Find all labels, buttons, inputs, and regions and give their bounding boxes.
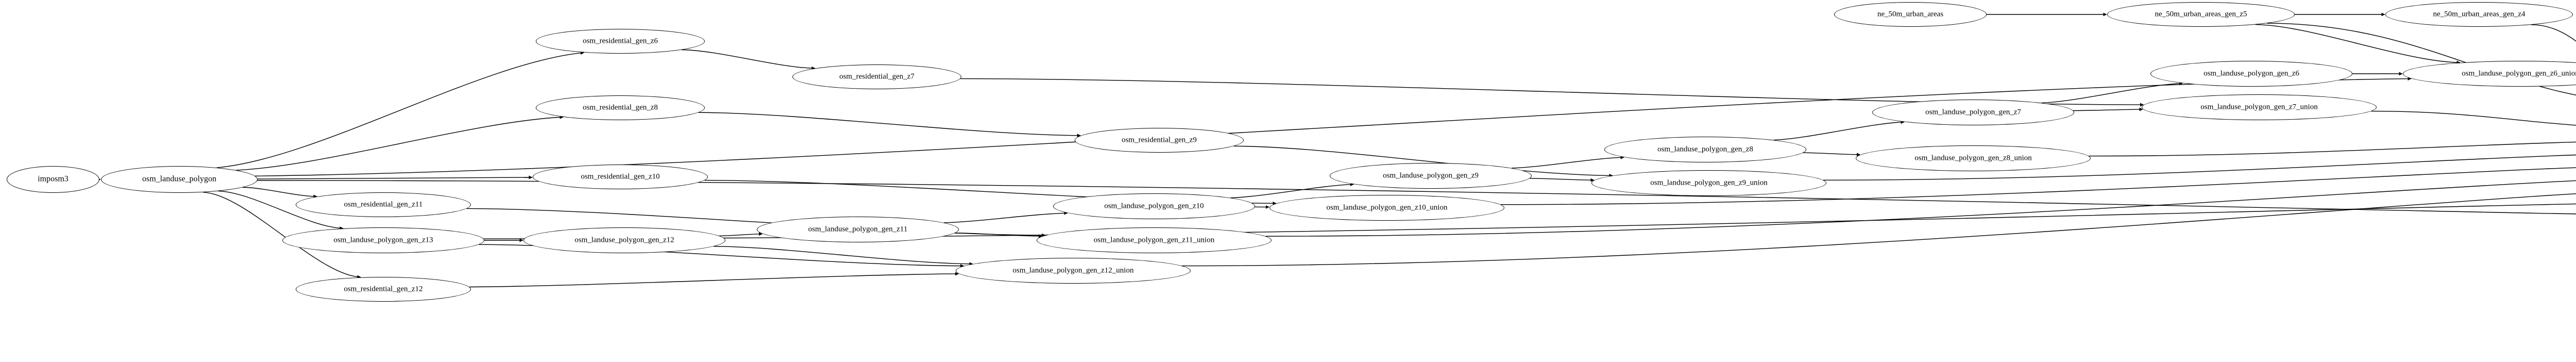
node-label: osm_landuse_polygon_gen_z10 bbox=[1104, 202, 1204, 210]
node-label: imposm3 bbox=[38, 174, 69, 184]
node-ne-50m-urban-areas-gen-z5[interactable]: ne_50m_urban_areas_gen_z5 bbox=[2107, 2, 2295, 27]
node-osm-landuse-polygon-gen-z8[interactable]: osm_landuse_polygon_gen_z8 bbox=[1604, 137, 1806, 162]
node-label: osm_residential_gen_z8 bbox=[583, 103, 658, 111]
node-osm-landuse-polygon-gen-z9-union[interactable]: osm_landuse_polygon_gen_z9_union bbox=[1591, 170, 1826, 196]
node-osm-landuse-polygon-gen-z11-union[interactable]: osm_landuse_polygon_gen_z11_union bbox=[1037, 227, 1272, 253]
node-label: osm_landuse_polygon_gen_z9 bbox=[1383, 171, 1479, 179]
node-label: osm_residential_gen_z9 bbox=[1122, 136, 1197, 144]
node-osm-landuse-polygon-gen-z6-union[interactable]: osm_landuse_polygon_gen_z6_union bbox=[2403, 61, 2576, 87]
node-label: osm_residential_gen_z10 bbox=[581, 172, 660, 180]
node-label: osm_landuse_polygon_gen_z7 bbox=[1925, 108, 2021, 116]
node-label: ne_50m_urban_areas_gen_z5 bbox=[2155, 10, 2247, 18]
node-osm-landuse-polygon-gen-z6[interactable]: osm_landuse_polygon_gen_z6 bbox=[2150, 61, 2352, 87]
node-osm-landuse-polygon-gen-z12-union[interactable]: osm_landuse_polygon_gen_z12_union bbox=[956, 258, 1191, 284]
node-osm-landuse-polygon-gen-z10[interactable]: osm_landuse_polygon_gen_z10 bbox=[1053, 193, 1255, 219]
node-label: osm_landuse_polygon bbox=[142, 174, 216, 184]
node-label: osm_landuse_polygon_gen_z6 bbox=[2204, 69, 2299, 77]
node-label: osm_landuse_polygon_gen_z6_union bbox=[2462, 69, 2576, 77]
node-osm-residential-gen-z10[interactable]: osm_residential_gen_z10 bbox=[533, 164, 708, 189]
node-label: osm_residential_gen_z11 bbox=[344, 200, 423, 208]
node-ne-50m-urban-areas-gen-z4[interactable]: ne_50m_urban_areas_gen_z4 bbox=[2385, 2, 2573, 27]
node-osm-residential-gen-z7[interactable]: osm_residential_gen_z7 bbox=[792, 64, 961, 89]
node-osm-landuse-polygon-gen-z9[interactable]: osm_landuse_polygon_gen_z9 bbox=[1330, 163, 1532, 189]
node-osm-landuse-polygon-gen-z7-union[interactable]: osm_landuse_polygon_gen_z7_union bbox=[2142, 94, 2377, 120]
node-osm-residential-gen-z8[interactable]: osm_residential_gen_z8 bbox=[536, 95, 705, 120]
node-label: osm_landuse_polygon_gen_z8_union bbox=[1914, 154, 2032, 162]
node-label: osm_landuse_polygon_gen_z8 bbox=[1657, 145, 1753, 153]
node-label: osm_residential_gen_z7 bbox=[839, 72, 914, 80]
node-label: osm_landuse_polygon_gen_z10_union bbox=[1326, 203, 1448, 211]
node-osm-residential-gen-z6[interactable]: osm_residential_gen_z6 bbox=[536, 29, 705, 54]
node-label: ne_50m_urban_areas bbox=[1877, 10, 1944, 18]
node-osm-residential-gen-z12[interactable]: osm_residential_gen_z12 bbox=[296, 277, 471, 302]
node-osm-landuse-polygon[interactable]: osm_landuse_polygon bbox=[101, 166, 258, 193]
node-label: osm_landuse_polygon_gen_z13 bbox=[333, 236, 433, 244]
node-label: osm_landuse_polygon_gen_z11_union bbox=[1093, 236, 1215, 244]
node-label: osm_landuse_polygon_gen_z11 bbox=[808, 225, 908, 233]
node-osm-residential-gen-z9[interactable]: osm_residential_gen_z9 bbox=[1075, 128, 1244, 153]
node-label: osm_residential_gen_z6 bbox=[583, 37, 658, 45]
node-imposm3[interactable]: imposm3 bbox=[7, 166, 99, 193]
node-osm-residential-gen-z11[interactable]: osm_residential_gen_z11 bbox=[296, 192, 471, 217]
node-osm-landuse-polygon-gen-z7[interactable]: osm_landuse_polygon_gen_z7 bbox=[1872, 100, 2074, 125]
node-label: ne_50m_urban_areas_gen_z4 bbox=[2433, 10, 2526, 18]
node-osm-landuse-polygon-gen-z10-union[interactable]: osm_landuse_polygon_gen_z10_union bbox=[1269, 195, 1504, 221]
node-label: osm_landuse_polygon_gen_z7_union bbox=[2200, 103, 2318, 111]
node-label: osm_landuse_polygon_gen_z9_union bbox=[1650, 178, 1768, 187]
node-label: osm_landuse_polygon_gen_z12_union bbox=[1012, 266, 1134, 274]
node-ne-50m-urban-areas[interactable]: ne_50m_urban_areas bbox=[1834, 2, 1987, 27]
node-osm-landuse-polygon-gen-z12[interactable]: osm_landuse_polygon_gen_z12 bbox=[523, 227, 725, 253]
node-osm-landuse-polygon-gen-z8-union[interactable]: osm_landuse_polygon_gen_z8_union bbox=[1856, 145, 2091, 171]
node-osm-landuse-polygon-gen-z11[interactable]: osm_landuse_polygon_gen_z11 bbox=[757, 217, 959, 242]
node-label: osm_landuse_polygon_gen_z12 bbox=[574, 236, 674, 244]
node-osm-landuse-polygon-gen-z13[interactable]: osm_landuse_polygon_gen_z13 bbox=[282, 227, 484, 253]
node-label: osm_residential_gen_z12 bbox=[344, 285, 423, 293]
